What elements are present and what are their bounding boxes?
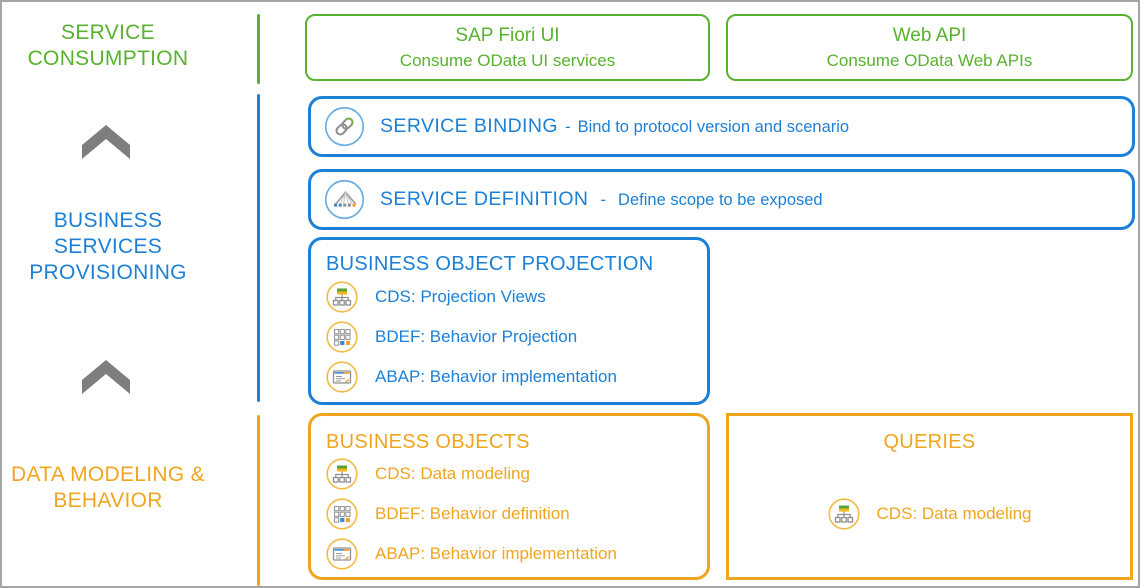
divider-consumption-segment bbox=[257, 14, 260, 84]
divider-modeling-segment bbox=[257, 415, 260, 586]
service-binding-separator: - bbox=[564, 117, 571, 136]
service-definition-separator: - bbox=[600, 190, 607, 209]
bdef-grid-icon bbox=[326, 321, 358, 353]
service-binding-text: SERVICE BINDING-Bind to protocol version… bbox=[380, 115, 849, 138]
business-objects-title: BUSINESS OBJECTS bbox=[326, 431, 530, 453]
list-item-label: BDEF: Behavior definition bbox=[375, 504, 570, 523]
layer-label-business-services-provisioning: BUSINESS SERVICES PROVISIONING bbox=[29, 209, 187, 284]
abap-class-icon bbox=[326, 361, 358, 393]
list-item-label: BDEF: Behavior Projection bbox=[375, 327, 578, 346]
layer-label-service-consumption: SERVICE CONSUMPTION bbox=[27, 21, 189, 70]
up-chevron-icon bbox=[82, 125, 130, 164]
service-definition-box: SERVICE DEFINITION-Define scope to be ex… bbox=[308, 169, 1135, 230]
list-item-label: CDS: Data modeling bbox=[375, 464, 530, 483]
divider-provisioning-segment bbox=[257, 94, 260, 402]
service-hierarchy-icon bbox=[324, 179, 365, 220]
list-item-abap-behavior-implementation: ABAP: Behavior implementation bbox=[326, 534, 697, 574]
list-item-label: CDS: Projection Views bbox=[375, 287, 546, 306]
queries-title: QUERIES bbox=[883, 431, 976, 453]
abap-class-icon bbox=[326, 538, 358, 570]
list-item-bdef-behavior-definition: BDEF: Behavior definition bbox=[326, 494, 697, 534]
sap-fiori-ui-box: SAP Fiori UI Consume OData UI services bbox=[305, 14, 710, 81]
business-object-projection-title: BUSINESS OBJECT PROJECTION bbox=[326, 253, 654, 275]
fiori-box-subtitle: Consume OData UI services bbox=[399, 50, 616, 70]
layer-label-data-modeling-behavior: DATA MODELING & BEHAVIOR bbox=[11, 463, 205, 512]
service-definition-text: SERVICE DEFINITION-Define scope to be ex… bbox=[380, 188, 823, 211]
list-item-label: CDS: Data modeling bbox=[876, 504, 1032, 523]
list-item-cds-projection-views: CDS: Projection Views bbox=[326, 278, 697, 316]
up-chevron-icon bbox=[82, 360, 130, 399]
list-item-cds-data-modeling: CDS: Data modeling bbox=[729, 498, 1130, 530]
link-icon bbox=[324, 106, 365, 147]
list-item-label: ABAP: Behavior implementation bbox=[375, 367, 617, 386]
service-definition-title: SERVICE DEFINITION bbox=[380, 188, 589, 210]
queries-box: QUERIES CDS: Data modeling bbox=[726, 413, 1133, 580]
service-binding-title: SERVICE BINDING bbox=[380, 115, 558, 137]
web-api-box-subtitle: Consume OData Web APIs bbox=[826, 50, 1033, 70]
list-item-abap-behavior-implementation: ABAP: Behavior implementation bbox=[326, 358, 697, 396]
service-binding-subtitle: Bind to protocol version and scenario bbox=[577, 118, 850, 136]
cds-tree-icon bbox=[326, 458, 358, 490]
web-api-box-title: Web API bbox=[892, 24, 967, 46]
web-api-box: Web API Consume OData Web APIs bbox=[726, 14, 1133, 81]
list-item-bdef-behavior-projection: BDEF: Behavior Projection bbox=[326, 318, 697, 356]
fiori-box-title: SAP Fiori UI bbox=[455, 24, 560, 46]
business-objects-box: BUSINESS OBJECTS CDS: Data modeling bbox=[308, 413, 710, 580]
service-binding-box: SERVICE BINDING-Bind to protocol version… bbox=[308, 96, 1135, 157]
service-definition-subtitle: Define scope to be exposed bbox=[618, 191, 823, 209]
list-item-label: ABAP: Behavior implementation bbox=[375, 544, 617, 563]
business-object-projection-box: BUSINESS OBJECT PROJECTION CDS: Projecti… bbox=[308, 237, 710, 405]
cds-tree-icon bbox=[827, 498, 860, 530]
cds-tree-icon bbox=[326, 281, 358, 313]
list-item-cds-data-modeling: CDS: Data modeling bbox=[326, 454, 697, 494]
bdef-grid-icon bbox=[326, 498, 358, 530]
